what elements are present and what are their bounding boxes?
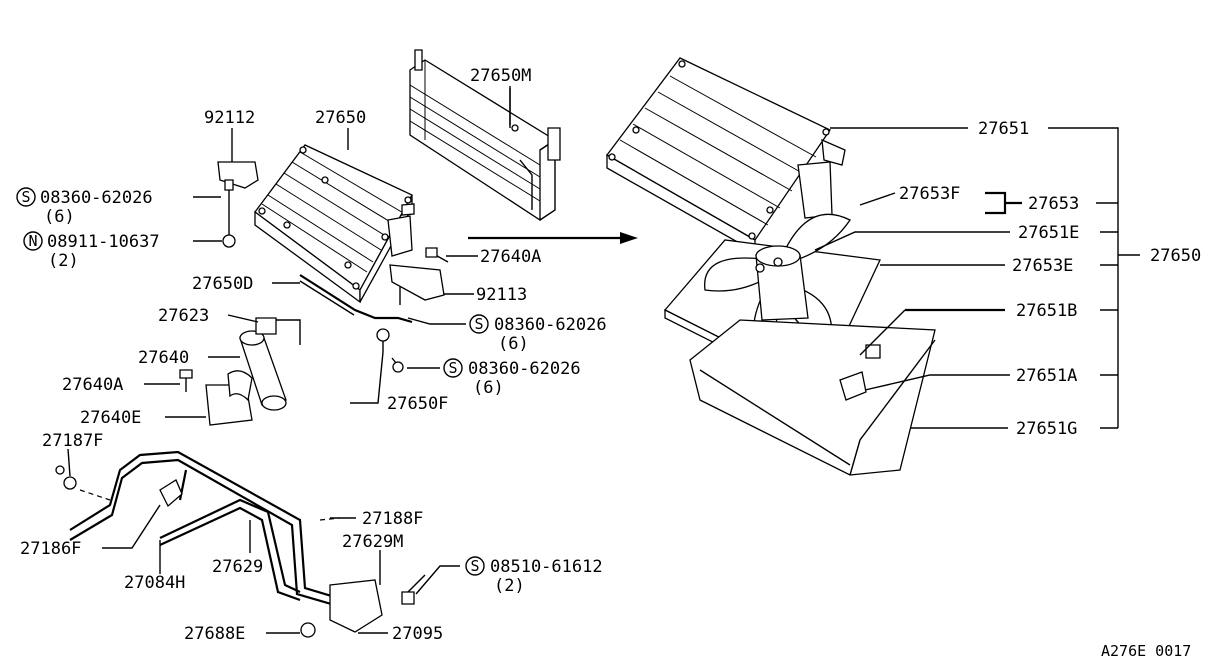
- part-labels: 92112 27650 27650M 08360-62026 (6) 08911…: [20, 66, 1201, 660]
- symbol-circles: S N S S S: [16, 187, 489, 576]
- label-27640: 27640: [138, 348, 189, 368]
- s-symbol: S: [21, 188, 30, 206]
- label-27186f: 27186F: [20, 539, 81, 559]
- label-27651e: 27651E: [1018, 223, 1079, 243]
- label-27640a: 27640A: [62, 375, 123, 395]
- leader-lines: [67, 86, 1140, 634]
- s-symbol-icon: [465, 556, 485, 576]
- label-27640e: 27640E: [80, 408, 141, 428]
- label-27188f: 27188F: [362, 509, 423, 529]
- label-27650d: 27650D: [192, 274, 253, 294]
- label-27651a: 27651A: [1016, 366, 1077, 386]
- n-symbol: N: [28, 232, 37, 250]
- label-27640a-top: 27640A: [480, 247, 541, 267]
- label-08360-62026-c-qty: (6): [473, 378, 504, 398]
- assembly-arrow: [468, 232, 638, 244]
- label-92113: 92113: [476, 285, 527, 305]
- label-27629m: 27629M: [342, 532, 403, 552]
- condenser-27650: [217, 144, 449, 373]
- reference-code: A276E 0017: [1101, 642, 1191, 660]
- label-08360-62026-b-qty: (6): [498, 334, 529, 354]
- label-08360-62026-a: 08360-62026: [40, 188, 153, 208]
- radiator-assembly: [606, 57, 936, 476]
- label-27653: 27653: [1028, 194, 1079, 214]
- label-27653f: 27653F: [899, 184, 960, 204]
- label-27688e: 27688E: [184, 624, 245, 644]
- label-08911-10637-qty: (2): [48, 251, 79, 271]
- label-27629: 27629: [212, 557, 263, 577]
- s-symbol: S: [470, 557, 479, 575]
- label-08911-10637: 08911-10637: [47, 232, 160, 252]
- label-27651g: 27651G: [1016, 419, 1077, 439]
- s-symbol-icon: [16, 187, 36, 207]
- label-27623: 27623: [158, 306, 209, 326]
- label-27650: 27650: [315, 108, 366, 128]
- label-08360-62026-a-qty: (6): [44, 207, 75, 227]
- hoses: [55, 450, 426, 638]
- label-27095: 27095: [392, 624, 443, 644]
- s-symbol: S: [474, 315, 483, 333]
- s-symbol-icon: [443, 358, 463, 378]
- label-08510-61612: 08510-61612: [490, 557, 603, 577]
- s-symbol: S: [448, 359, 457, 377]
- label-27651b: 27651B: [1016, 301, 1077, 321]
- label-08360-62026-c: 08360-62026: [468, 359, 581, 379]
- label-08360-62026-b: 08360-62026: [494, 315, 607, 335]
- label-92112: 92112: [204, 108, 255, 128]
- label-08510-61612-qty: (2): [494, 576, 525, 596]
- label-27651: 27651: [978, 119, 1029, 139]
- label-27084h: 27084H: [124, 573, 185, 593]
- n-symbol-icon: [23, 231, 43, 251]
- label-27650f: 27650F: [387, 394, 448, 414]
- label-27187f: 27187F: [42, 431, 103, 451]
- label-27650-right: 27650: [1150, 246, 1201, 266]
- receiver-drier-27640: [179, 317, 301, 426]
- label-27650m: 27650M: [470, 66, 531, 86]
- s-symbol-icon: [469, 314, 489, 334]
- label-27653e: 27653E: [1012, 256, 1073, 276]
